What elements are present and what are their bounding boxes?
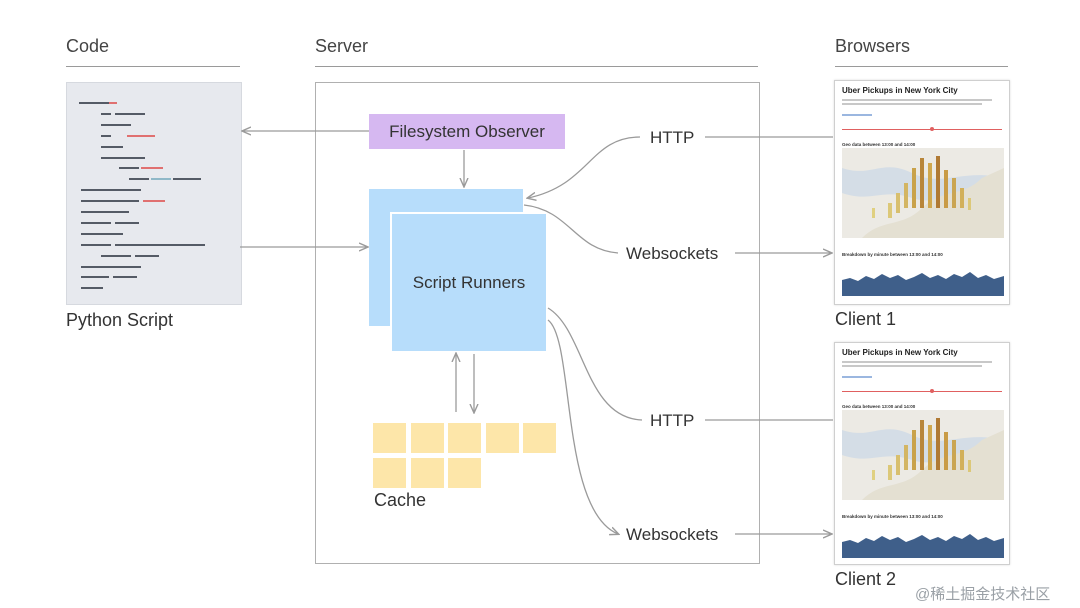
client2-pillars xyxy=(872,418,971,480)
code-line-segment xyxy=(81,265,141,268)
code-line-segment xyxy=(101,123,131,126)
client2-chart-heading: Breakdown by minute between 13:00 and 14… xyxy=(842,514,943,519)
cache-cell xyxy=(411,423,444,453)
code-line-segment xyxy=(81,221,111,224)
cache-cell xyxy=(373,423,406,453)
client2-slider-thumb xyxy=(930,389,934,393)
code-section-title: Code xyxy=(66,36,110,56)
client1-slider-thumb xyxy=(930,127,934,131)
python-script-caption: Python Script xyxy=(66,310,174,330)
cache-label: Cache xyxy=(374,490,427,510)
browsers-section-divider xyxy=(835,66,1008,67)
code-line-segment xyxy=(129,178,149,181)
client2-minute-chart-graphic xyxy=(842,534,1004,558)
code-line-segment xyxy=(115,112,145,115)
client1-chart-heading: Breakdown by minute between 13:00 and 14… xyxy=(842,252,943,257)
client1-slider xyxy=(842,129,1002,130)
code-line-segment xyxy=(115,221,139,224)
code-line-segment xyxy=(101,156,145,159)
filesystem-observer-box: Filesystem Observer xyxy=(369,114,565,149)
cache-cell xyxy=(523,423,556,453)
client2-description-line xyxy=(842,365,982,367)
client1-link-line xyxy=(842,114,872,116)
code-line-segment xyxy=(119,167,139,170)
client2-map xyxy=(842,410,1004,500)
code-line-segment xyxy=(115,243,205,246)
code-line-segment xyxy=(173,178,201,181)
watermark-text: @稀土掘金技术社区 xyxy=(915,586,1051,603)
client2-geo-heading: Geo data between 13:00 and 14:00 xyxy=(842,404,916,409)
client1-label: Client 1 xyxy=(835,309,897,329)
code-line-segment xyxy=(81,232,123,235)
client2-ws-curve xyxy=(547,319,618,534)
client2-link-line xyxy=(842,376,872,378)
code-line-segment xyxy=(101,134,111,137)
client1-minute-chart-graphic xyxy=(842,272,1004,296)
client2-map-graphic xyxy=(842,418,1004,500)
client2-minute-chart xyxy=(842,524,1004,558)
code-line-segment xyxy=(79,102,109,104)
client1-page-title: Uber Pickups in New York City xyxy=(842,86,958,95)
client1-minute-chart xyxy=(842,262,1004,296)
client2-description-line xyxy=(842,361,992,363)
script-runners-label: Script Runners xyxy=(412,272,526,292)
client1-http-curve xyxy=(528,136,641,198)
cache-cell xyxy=(448,458,481,488)
client2-http-curve xyxy=(547,307,643,421)
code-line-segment xyxy=(151,178,171,181)
client1-map-graphic xyxy=(842,156,1004,238)
code-section-divider xyxy=(66,66,240,67)
client1-pillars xyxy=(872,156,971,218)
websockets-label-1: Websockets xyxy=(622,244,723,264)
script-runners-box: Script Runners xyxy=(390,212,546,351)
code-line-segment xyxy=(81,189,141,192)
client1-description-line xyxy=(842,99,992,101)
python-script-panel xyxy=(66,82,242,305)
client2-browser-window: Uber Pickups in New York City Geo data b… xyxy=(834,342,1010,565)
code-line-segment xyxy=(101,254,131,257)
code-line-segment xyxy=(143,200,165,203)
code-line-segment xyxy=(81,276,109,279)
cache-cell xyxy=(373,458,406,488)
code-line-segment xyxy=(81,200,139,203)
client2-label: Client 2 xyxy=(835,569,897,589)
server-section-title: Server xyxy=(315,36,369,56)
cache-cell xyxy=(486,423,519,453)
code-line-segment xyxy=(81,243,111,246)
code-line-segment xyxy=(101,112,111,115)
code-line-segment xyxy=(81,211,129,213)
code-line-segment xyxy=(107,102,117,104)
websockets-label-2: Websockets xyxy=(622,525,723,545)
client1-browser-window: Uber Pickups in New York City Geo data b… xyxy=(834,80,1010,305)
client1-description-line xyxy=(842,103,982,105)
code-line-segment xyxy=(113,276,137,279)
code-line-segment xyxy=(101,145,123,148)
client2-slider xyxy=(842,391,1002,392)
cache-cell xyxy=(448,423,481,453)
http-label-1: HTTP xyxy=(646,128,699,148)
cache-cell xyxy=(411,458,444,488)
filesystem-observer-label: Filesystem Observer xyxy=(389,121,545,141)
browsers-section-title: Browsers xyxy=(835,36,911,56)
code-line-segment xyxy=(141,167,163,170)
client2-page-title: Uber Pickups in New York City xyxy=(842,348,958,357)
http-label-2: HTTP xyxy=(646,411,699,431)
server-section-divider xyxy=(315,66,758,67)
code-line-segment xyxy=(127,134,155,137)
client1-geo-heading: Geo data between 13:00 and 14:00 xyxy=(842,142,916,147)
client1-map xyxy=(842,148,1004,238)
code-line-segment xyxy=(81,287,103,290)
client1-ws-curve xyxy=(523,204,619,254)
code-line-segment xyxy=(135,254,159,257)
